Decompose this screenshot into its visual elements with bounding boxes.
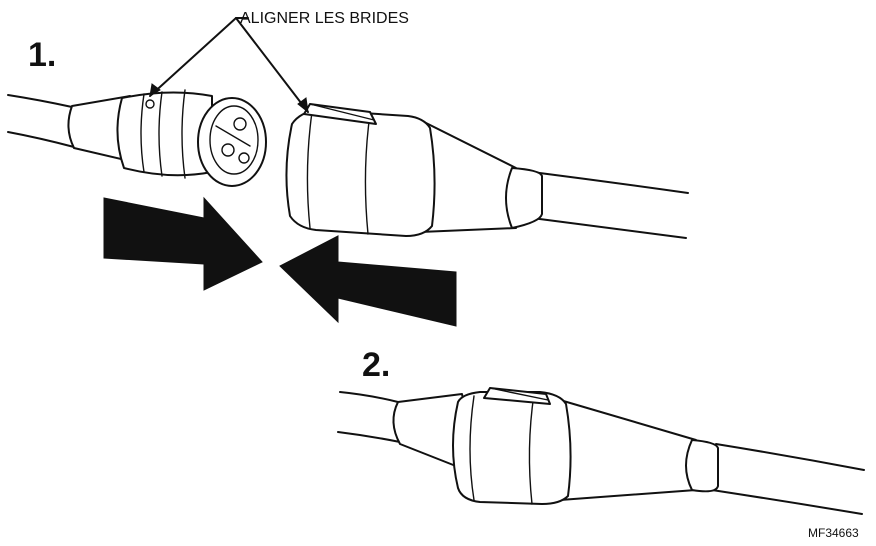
female-connector-assembly xyxy=(285,103,689,239)
male-connector-body xyxy=(116,89,213,179)
push-arrow-right xyxy=(103,196,263,291)
connected-assembly xyxy=(337,387,865,515)
female-connector-sleeve xyxy=(285,109,436,237)
male-connector-face xyxy=(197,97,267,187)
left-cable xyxy=(7,94,75,148)
connected-left-cable xyxy=(337,391,401,443)
figure-code: MF34663 xyxy=(808,526,859,540)
connected-right-cable xyxy=(711,443,865,515)
align-flanges-callout: ALIGNER LES BRIDES xyxy=(240,10,409,27)
connected-body xyxy=(452,391,572,505)
step-1-label: 1. xyxy=(28,36,57,74)
callout-leaders xyxy=(149,17,309,114)
female-alignment-flange xyxy=(303,103,377,125)
male-connector-assembly xyxy=(7,89,267,187)
female-strain-relief xyxy=(419,119,543,233)
push-arrow-left xyxy=(279,235,457,327)
step-2-label: 2. xyxy=(362,346,391,384)
connected-alignment-flange xyxy=(483,387,551,405)
connected-right-strain-relief xyxy=(559,399,719,501)
right-cable xyxy=(531,171,689,239)
